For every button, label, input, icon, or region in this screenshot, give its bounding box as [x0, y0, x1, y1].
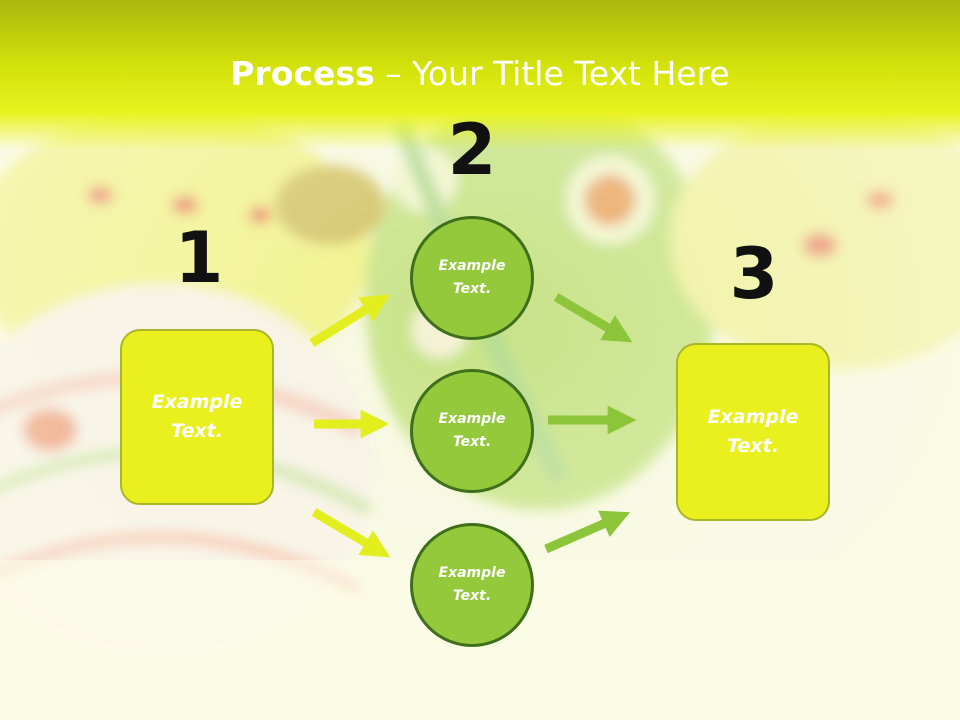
arrow-2a-to-3: [553, 293, 633, 343]
title-bold-part: Process: [230, 54, 375, 93]
step-number-1: 1: [174, 217, 224, 299]
step-2-circle-top: Example Text.: [410, 216, 534, 340]
arrow-2c-to-3: [544, 510, 631, 554]
step-2-circle-middle: Example Text.: [410, 369, 534, 493]
step-number-2: 2: [447, 109, 497, 191]
title-rest-part: – Your Title Text Here: [374, 54, 730, 93]
step-3-box: Example Text.: [676, 343, 830, 521]
step-2-circle-bottom-text: Example Text.: [438, 565, 506, 604]
arrow-1-to-2c: [311, 508, 391, 558]
step-2-circle-top-text: Example Text.: [438, 258, 506, 297]
step-2-circle-middle-text: Example Text.: [438, 411, 506, 450]
title-bar: [0, 0, 960, 150]
slide-title: Process – Your Title Text Here: [0, 54, 960, 93]
step-3-text: Example Text.: [707, 406, 799, 457]
arrow-1-to-2a: [309, 294, 391, 347]
step-number-3: 3: [729, 233, 779, 315]
step-1-box: Example Text.: [120, 329, 274, 505]
step-1-text: Example Text.: [151, 391, 243, 442]
step-2-circle-bottom: Example Text.: [410, 523, 534, 647]
